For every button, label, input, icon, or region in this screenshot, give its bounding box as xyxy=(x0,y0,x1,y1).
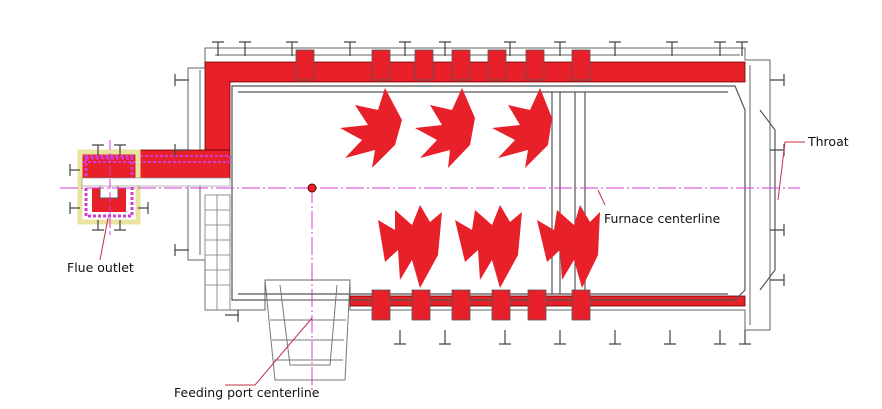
feeding-hopper xyxy=(264,279,351,381)
outer-shell xyxy=(187,47,771,331)
throat-label: Throat xyxy=(808,134,849,149)
bottom-burners xyxy=(371,289,591,321)
feeding-port-centerline-label: Feeding port centerline xyxy=(174,385,320,400)
flame xyxy=(340,88,402,168)
feeding-port-leader xyxy=(225,317,313,386)
furnace-centerline-label: Furnace centerline xyxy=(604,211,721,226)
bottom-lining xyxy=(349,295,746,307)
flame xyxy=(378,205,442,288)
top-burners xyxy=(295,49,591,81)
center-point xyxy=(307,183,317,193)
flame xyxy=(455,205,522,288)
flame xyxy=(537,205,600,288)
flame xyxy=(415,88,475,168)
top-lining xyxy=(204,61,746,151)
throat-leader xyxy=(777,141,805,201)
flames xyxy=(340,88,600,288)
furnace-centerline-leader xyxy=(597,189,606,206)
flue-box xyxy=(77,149,141,225)
flame xyxy=(492,88,552,168)
flue-outlet-leader xyxy=(99,217,109,261)
brick-wall xyxy=(204,194,231,311)
inner-chamber xyxy=(231,85,746,301)
flue-outlet-label: Flue outlet xyxy=(67,260,134,275)
support-beams xyxy=(69,41,785,345)
